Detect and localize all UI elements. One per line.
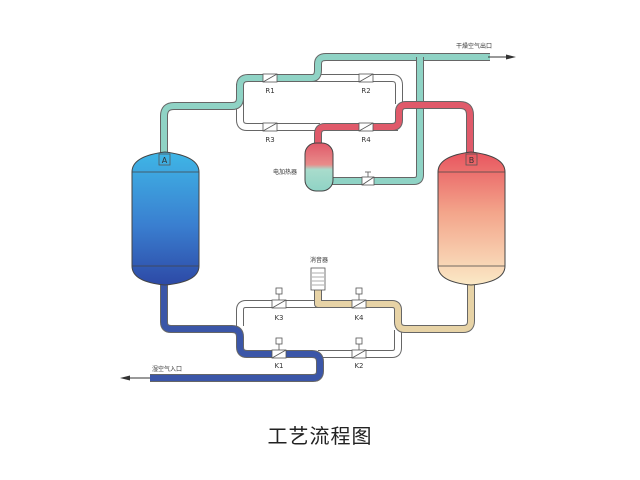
valve-r1-label: R1 [265, 87, 274, 95]
wet-air-pipes [150, 282, 324, 382]
muffler: 消音器 [310, 256, 328, 291]
exhaust-pipes [314, 282, 475, 333]
inlet-arrow [120, 375, 150, 381]
heater-label: 电加热器 [273, 168, 297, 176]
hot-air-pipes [314, 101, 474, 155]
valve-r2: R2 [358, 73, 374, 95]
valve-r4: R4 [358, 122, 374, 144]
tank-b: B [437, 151, 506, 286]
valve-k2: K2 [351, 337, 367, 370]
valve-k4: K4 [351, 287, 367, 322]
valve-k3-label: K3 [274, 314, 283, 322]
valve-r3: R3 [262, 122, 278, 144]
valve-k2-label: K2 [354, 362, 363, 370]
tank-a: A [131, 151, 200, 286]
valve-r1: R1 [262, 73, 278, 95]
tank-b-label: B [469, 156, 475, 165]
valve-k1-label: K1 [274, 362, 283, 370]
diagram-caption: 工艺流程图 [267, 424, 373, 448]
electric-heater: 电加热器 [273, 142, 334, 192]
outlet-label: 干燥空气出口 [456, 42, 492, 50]
outlet-arrow [488, 54, 516, 60]
tank-a-label: A [162, 156, 168, 165]
valve-r4-label: R4 [361, 136, 371, 144]
idle-pipes [236, 74, 403, 358]
inlet-label: 湿空气入口 [152, 365, 182, 373]
valve-k3: K3 [271, 287, 287, 322]
heater-valve [361, 171, 375, 186]
dry-air-pipes [160, 53, 490, 185]
valve-r3-label: R3 [265, 136, 274, 144]
valve-r2-label: R2 [361, 87, 370, 95]
muffler-label: 消音器 [310, 256, 328, 264]
valve-k1: K1 [271, 337, 287, 370]
valve-k4-label: K4 [354, 314, 364, 322]
